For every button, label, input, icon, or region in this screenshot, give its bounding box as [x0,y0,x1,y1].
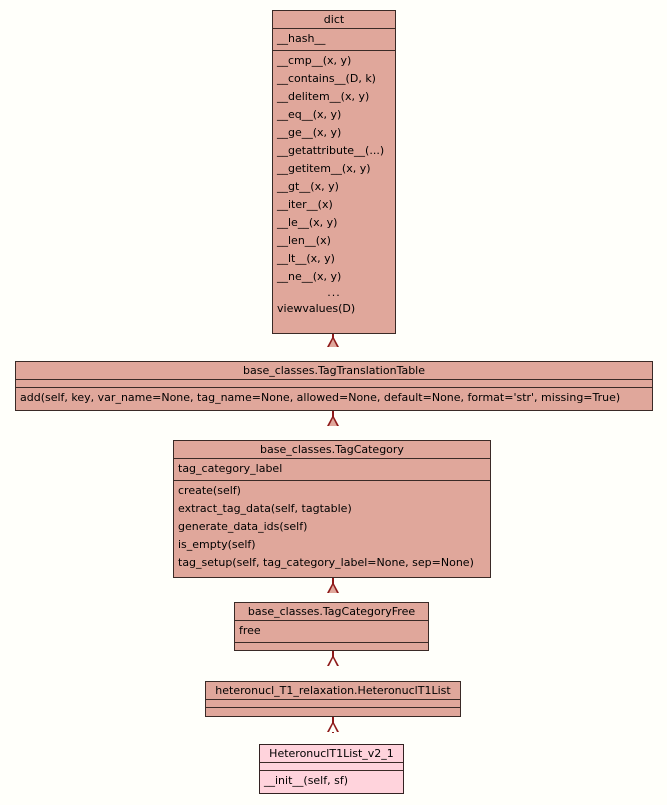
class-box-tag-category[interactable]: base_classes.TagCategory tag_category_la… [173,440,491,578]
class-member-ellipsis: ... [327,286,341,299]
class-methods-heteronucl-t1-list-v2-1: __init__(self, sf) [260,771,403,792]
class-member: __gt__(x, y) [277,180,339,193]
class-member: tag_category_label [178,462,283,475]
class-box-dict[interactable]: dict __hash__ __cmp__(x, y) __contains__… [272,10,396,334]
class-box-tag-translation-table[interactable]: base_classes.TagTranslationTable add(sel… [15,361,653,411]
class-member: __getitem__(x, y) [277,162,371,175]
class-member: add(self, key, var_name=None, tag_name=N… [20,391,621,404]
class-member: tag_setup(self, tag_category_label=None,… [178,556,474,569]
class-member: create(self) [178,484,241,497]
class-attributes-heteronucl-t1-list-v2-1 [260,763,403,771]
class-title-heteronucl-t1-list: heteronucl_T1_relaxation.HeteronuclT1Lis… [206,682,460,700]
class-member: __contains__(D, k) [277,72,376,85]
class-member: __ge__(x, y) [277,126,342,139]
class-member: generate_data_ids(self) [178,520,308,533]
class-box-heteronucl-t1-list[interactable]: heteronucl_T1_relaxation.HeteronuclT1Lis… [205,681,461,717]
class-member: __delitem__(x, y) [277,90,370,103]
class-attributes-tag-translation-table [16,380,652,388]
class-box-tag-category-free[interactable]: base_classes.TagCategoryFree free [234,602,429,651]
class-title-tag-category: base_classes.TagCategory [174,441,490,459]
inheritance-arrow-dict [327,336,339,347]
class-member: is_empty(self) [178,538,256,551]
inheritance-arrow-tagcategoryfree [327,655,339,666]
class-member: __le__(x, y) [277,216,338,229]
inheritance-arrow-heteronuclt1list [327,721,339,732]
class-member: viewvalues(D) [277,302,356,315]
class-member: free [239,624,261,637]
class-member: __len__(x) [277,234,331,247]
class-title-heteronucl-t1-list-v2-1: HeteronuclT1List_v2_1 [260,745,403,763]
class-member: __lt__(x, y) [277,252,335,265]
class-attributes-tag-category: tag_category_label [174,459,490,481]
class-title-tag-category-free: base_classes.TagCategoryFree [235,603,428,621]
class-methods-heteronucl-t1-list [206,708,460,716]
class-title-dict: dict [273,11,395,29]
class-member: __init__(self, sf) [264,774,349,787]
class-member: __iter__(x) [277,198,333,211]
class-member: __hash__ [277,32,326,45]
class-methods-tag-category-free [235,643,428,651]
class-member: __getattribute__(...) [277,144,385,157]
inheritance-arrow-tagcategory [327,582,339,593]
class-member: __eq__(x, y) [277,108,342,121]
class-title-tag-translation-table: base_classes.TagTranslationTable [16,362,652,380]
class-member: extract_tag_data(self, tagtable) [178,502,352,515]
class-member: __cmp__(x, y) [277,54,352,67]
class-member: __ne__(x, y) [277,270,342,283]
class-attributes-tag-category-free: free [235,621,428,643]
class-methods-tag-category: create(self) extract_tag_data(self, tagt… [174,481,490,574]
class-attributes-heteronucl-t1-list [206,700,460,708]
class-methods-dict: __cmp__(x, y) __contains__(D, k) __delit… [273,51,395,320]
inheritance-arrow-tagtranslationtable [327,415,339,426]
class-attributes-dict: __hash__ [273,29,395,51]
class-methods-tag-translation-table: add(self, key, var_name=None, tag_name=N… [16,388,652,409]
class-box-heteronucl-t1-list-v2-1[interactable]: HeteronuclT1List_v2_1 __init__(self, sf) [259,744,404,794]
